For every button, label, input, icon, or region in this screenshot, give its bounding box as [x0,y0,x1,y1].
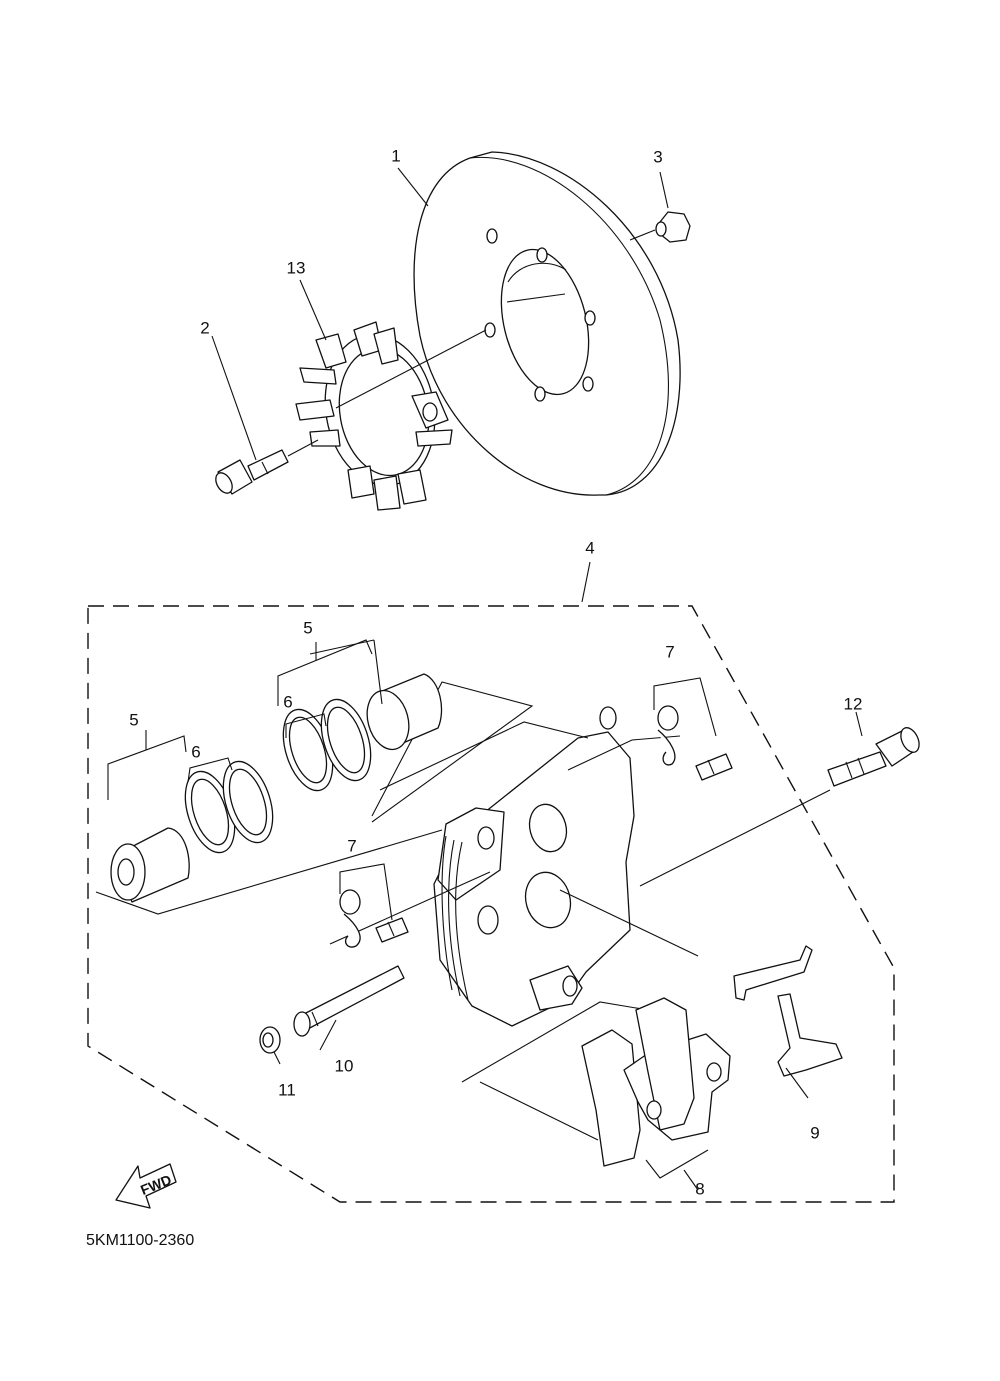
forward-direction-arrow: FWD [115,1163,177,1209]
pad-pin[interactable] [293,965,405,1051]
pad-pin-plug[interactable] [259,1026,281,1065]
pad-spring[interactable] [733,945,843,1099]
callout-5-left: 5 [129,710,139,730]
callout-12: 12 [843,694,863,714]
callout-7-lower: 7 [347,836,357,856]
callout-2: 2 [200,318,210,338]
callout-6-left: 6 [191,742,201,762]
disc-cover[interactable] [295,321,487,511]
bleed-screw-lower[interactable] [339,863,409,948]
caliper-assembly-boundary [87,605,895,1203]
drawing-code: 5KM1100-2360 [86,1232,195,1249]
callout-1: 1 [391,146,401,166]
piston-set-right[interactable] [274,673,534,823]
callout-13: 13 [286,258,306,278]
callout-11: 11 [278,1080,296,1100]
callout-3: 3 [653,147,663,167]
callout-9: 9 [810,1123,820,1143]
caliper-body[interactable] [379,706,681,1027]
callout-4: 4 [585,538,595,558]
callout-10: 10 [334,1056,354,1076]
callout-7-upper: 7 [665,642,675,662]
callout-6-right: 6 [283,692,293,712]
disc-bolt[interactable] [212,439,319,496]
piston-set-left[interactable] [95,755,443,915]
fwd-label: FWD [138,1171,174,1198]
disc-nut[interactable] [629,211,691,243]
bleed-screw-upper[interactable] [653,677,733,781]
brake-pads[interactable] [581,997,731,1191]
brake-disc[interactable] [413,151,681,496]
callout-5-right: 5 [303,618,313,638]
callout-8: 8 [695,1179,705,1199]
caliper-bolt[interactable] [827,711,923,787]
